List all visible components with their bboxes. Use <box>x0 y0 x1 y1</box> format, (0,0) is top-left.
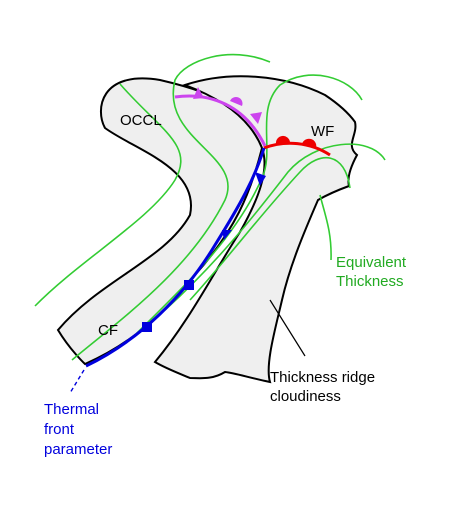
equivalent-thickness-label-line1: Equivalent <box>336 254 407 271</box>
occlusion-front <box>174 87 267 147</box>
thermal-front-pointer <box>69 369 85 394</box>
thickness-ridge-label-line1: Thickness ridge <box>270 369 375 386</box>
thickness-ridge-label-line2: cloudiness <box>270 388 341 405</box>
cf-label: CF <box>98 322 118 339</box>
occl-label: OCCL <box>120 112 162 129</box>
thermal-front-label-line2: front <box>44 421 75 438</box>
cold-front <box>85 147 266 368</box>
thermal-front-label-line1: Thermal <box>44 401 99 418</box>
wf-label: WF <box>311 123 334 140</box>
thickness-ridge-pointer <box>269 299 306 357</box>
warm-front <box>263 135 331 157</box>
equivalent-thickness-label-line2: Thickness <box>336 273 404 290</box>
thermal-front-label-line3: parameter <box>44 441 112 458</box>
